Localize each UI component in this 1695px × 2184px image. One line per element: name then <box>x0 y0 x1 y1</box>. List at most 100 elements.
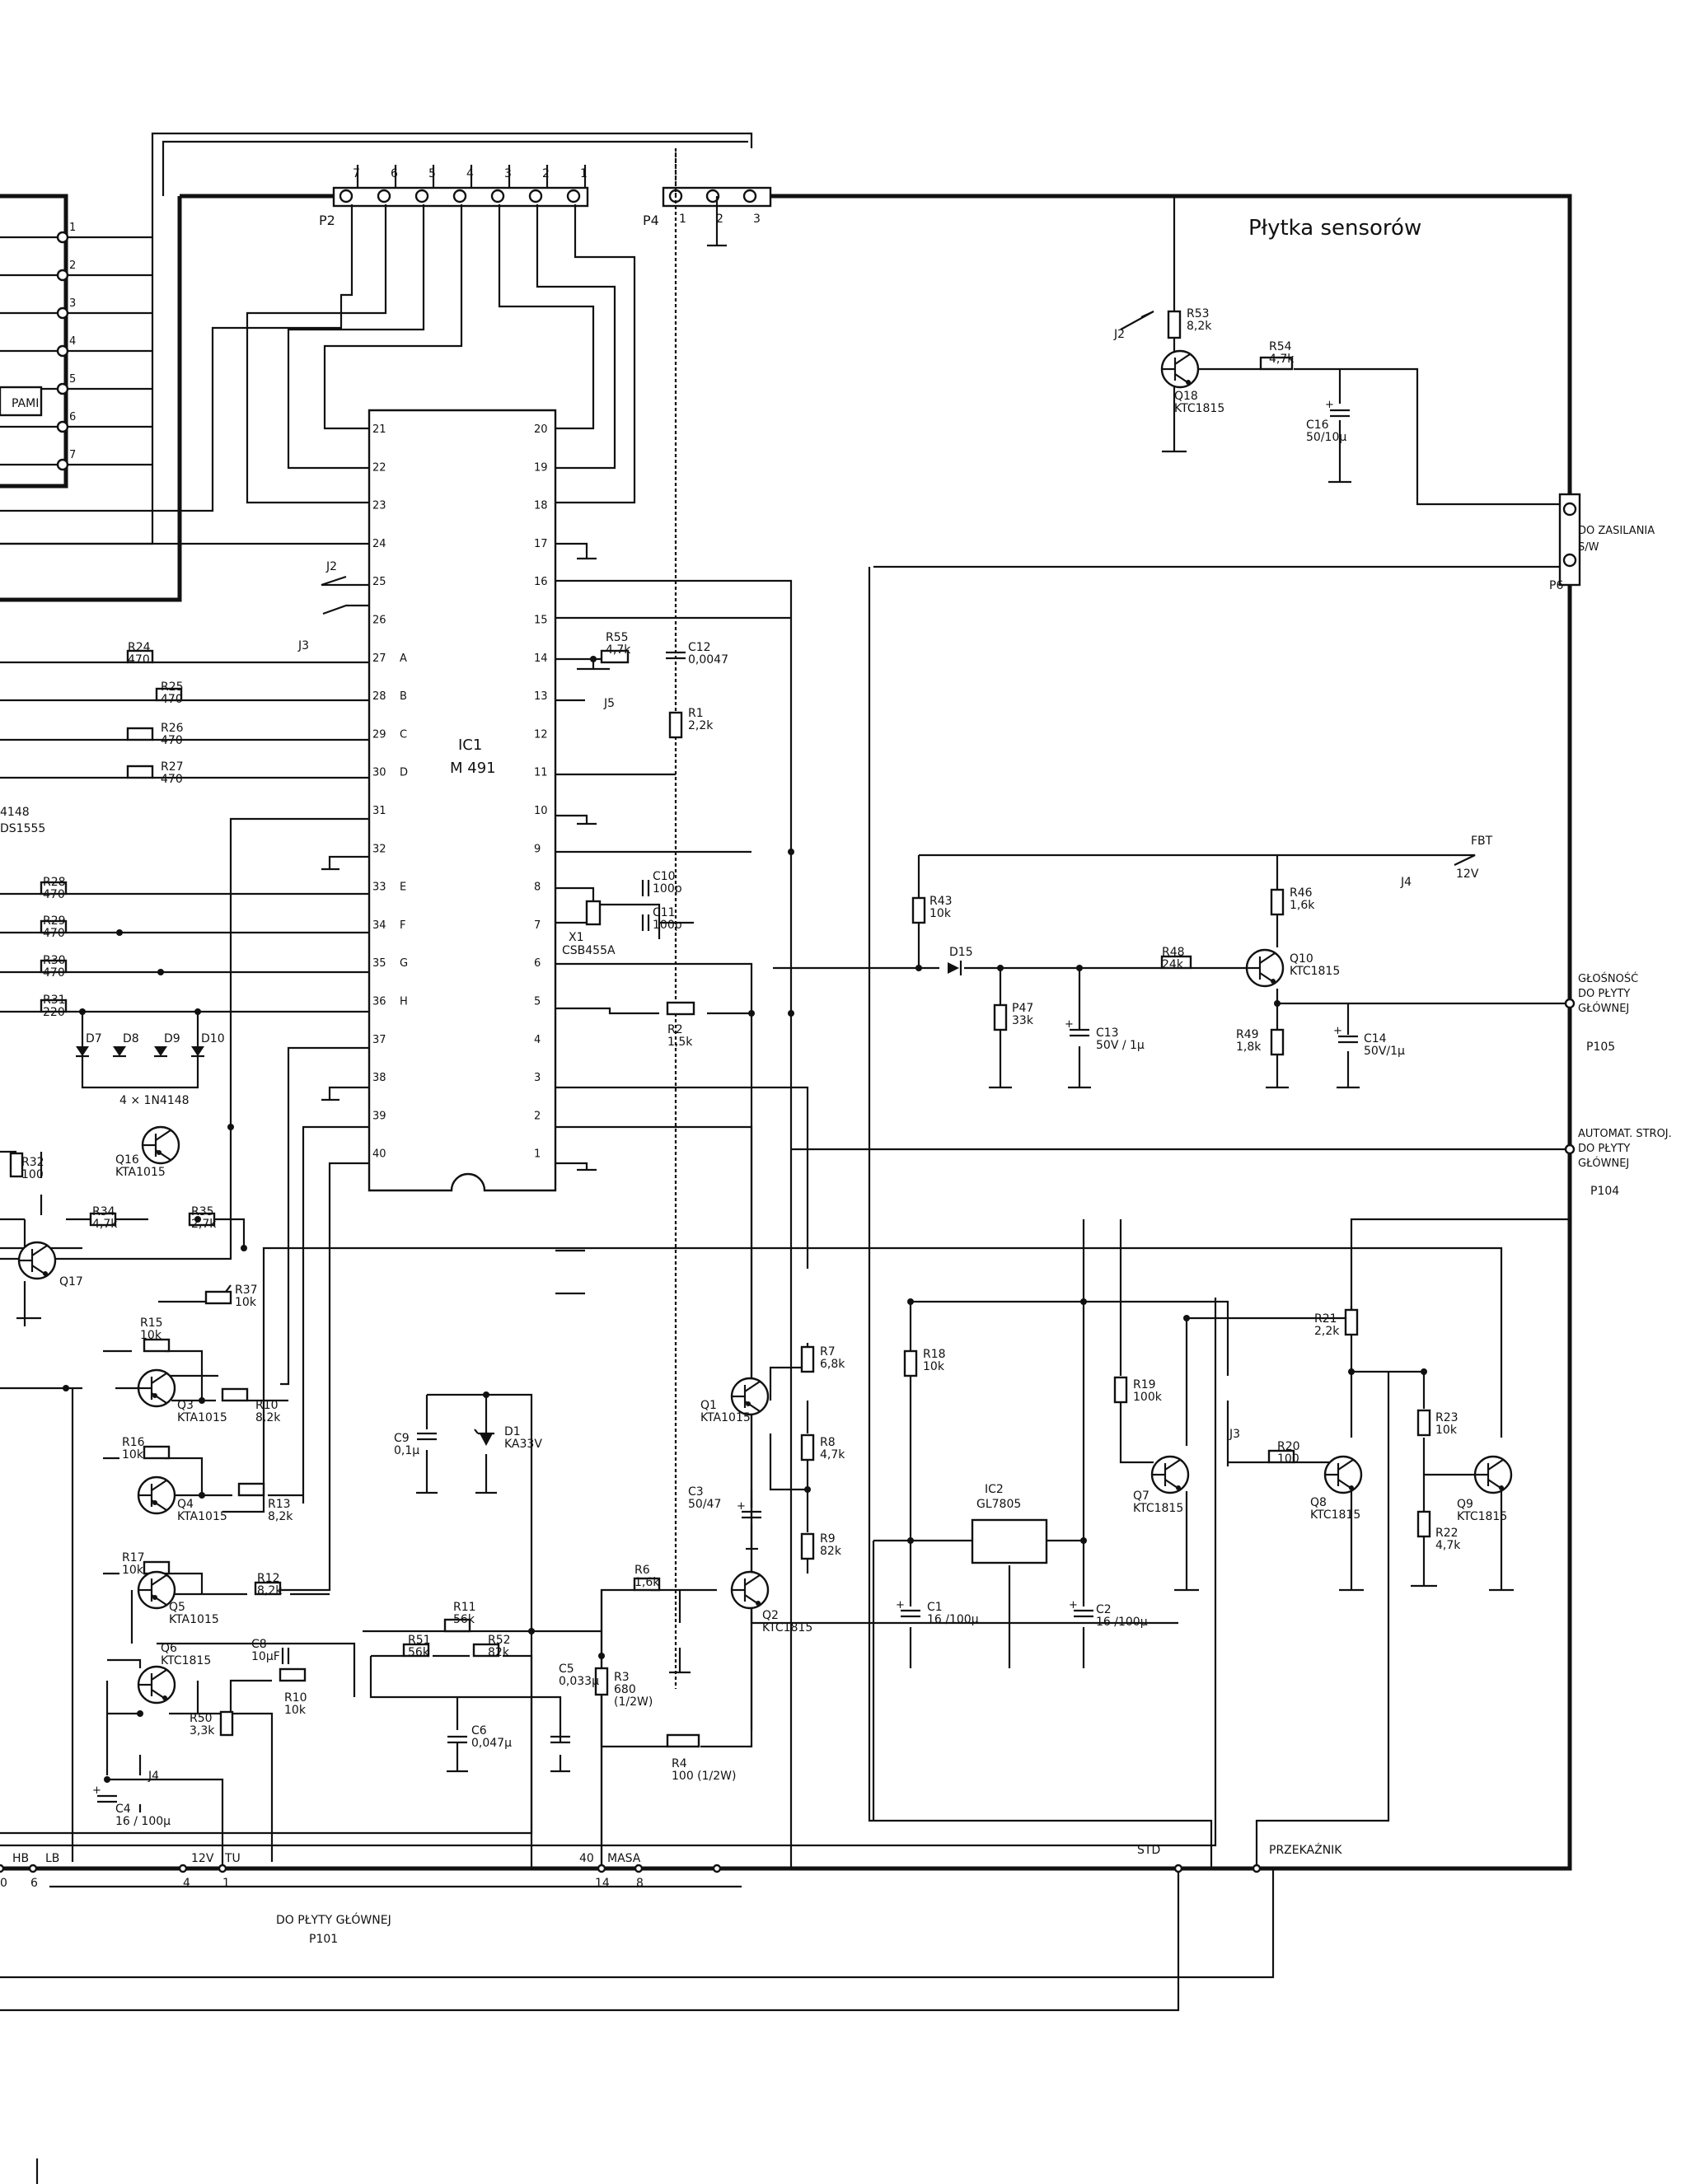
junction-dot <box>788 1010 794 1017</box>
resistor-r28 <box>40 881 68 896</box>
resistor-r43-value: 10k <box>929 907 952 920</box>
bus-terminal <box>0 1864 5 1873</box>
resistor-r21 <box>1344 1308 1359 1336</box>
resistor-r53 <box>1167 310 1182 339</box>
resistor-r47 <box>993 1003 1008 1031</box>
bus-caption-2: P101 <box>309 1933 338 1946</box>
resistor-r1-ref: R1 <box>688 707 704 720</box>
diode-array-caption: 4 × 1N4148 <box>119 1094 190 1107</box>
connector-p2-pin <box>339 189 354 203</box>
resistor-r23-ref: R23 <box>1435 1411 1459 1424</box>
capacitor-c9-ref: C9 <box>394 1432 410 1445</box>
junction-dot <box>194 1008 201 1015</box>
j3-label-left: J3 <box>297 639 309 652</box>
junction-dot <box>1348 1368 1355 1375</box>
crystal-x1-part: CSB455A <box>562 944 616 957</box>
junction-dot <box>63 1385 69 1391</box>
resistor-r1-value: 2,2k <box>688 719 714 732</box>
transistor-q1-arrow <box>746 1401 751 1406</box>
capacitor-c11-value: 100p <box>653 919 682 932</box>
junction-dot <box>137 1710 143 1717</box>
resistor-r2-ref: R2 <box>667 1023 683 1036</box>
bus-terminal <box>634 1864 644 1873</box>
connector-p2-pin <box>377 189 391 203</box>
capacitor-c4-plus: + <box>92 1784 101 1797</box>
transistor-q16-arrow <box>157 1150 162 1155</box>
junction-dot <box>1274 1000 1281 1007</box>
junction-dot <box>1076 965 1083 971</box>
connector-p6-pin <box>1562 553 1577 568</box>
transistor-q5-ref: Q5 <box>169 1601 185 1614</box>
connector-p2-pin <box>452 189 467 203</box>
bus-num-14: 14 <box>595 1877 610 1890</box>
crystal-x1-ref: X1 <box>569 931 584 944</box>
resistor-r49-ref: R49 <box>1236 1028 1259 1041</box>
resistor-r37 <box>204 1290 232 1305</box>
resistor-r12 <box>254 1581 282 1596</box>
transistor-q2-collector <box>744 1574 761 1586</box>
resistor-r4 <box>666 1733 700 1748</box>
resistor-r2 <box>666 1001 695 1016</box>
bus-num-4: 4 <box>183 1877 190 1890</box>
transistor-q18-type: KTC1815 <box>1174 402 1224 415</box>
junction-dot <box>1421 1368 1427 1375</box>
transistor-q5-type: KTA1015 <box>169 1613 219 1626</box>
capacitor-c6-ref: C6 <box>471 1724 487 1737</box>
resistor-r2-value: 1,5k <box>667 1036 693 1049</box>
resistor-r20 <box>1267 1449 1295 1464</box>
ic1-pin-label: 22 <box>372 461 386 474</box>
resistor-r48-value: 24k <box>1162 958 1184 971</box>
capacitor-c4-value: 16 / 100μ <box>115 1815 171 1828</box>
zener-d1-bar <box>474 1429 494 1435</box>
ic1-pin-label: 15 <box>534 615 548 627</box>
j5-label: J5 <box>603 697 615 710</box>
resistor-r8-value: 4,7k <box>820 1448 845 1461</box>
capacitor-c12-value: 0,0047 <box>688 653 728 666</box>
transistor-q6-ref: Q6 <box>161 1642 177 1655</box>
resistor-r51 <box>402 1643 430 1658</box>
ic1-pin-label: 37 <box>372 1034 386 1046</box>
ic1-pin-label: 4 <box>534 1034 541 1046</box>
connector-p4-ref: P4 <box>643 213 659 228</box>
junction-dot <box>590 656 597 662</box>
connector-p4-pin-number: 1 <box>679 213 686 226</box>
resistor-r18-ref: R18 <box>923 1348 946 1361</box>
p104-ref: P104 <box>1590 1185 1619 1198</box>
transistor-q8-ref: Q8 <box>1310 1496 1327 1509</box>
resistor-r6-ref: R6 <box>634 1564 650 1577</box>
resistor-r48-ref: R48 <box>1162 946 1185 959</box>
transistor-q18-arrow <box>1186 380 1191 385</box>
ic1-pin-label: 31 <box>372 805 386 817</box>
transistor-q8-type: KTC1815 <box>1310 1508 1360 1522</box>
resistor-r53-value: 8,2k <box>1187 320 1212 333</box>
transistor-q1-collector <box>744 1381 761 1392</box>
v12-label: 12V <box>1456 868 1479 881</box>
connector-p2-pin-number: 6 <box>391 167 398 180</box>
left-connector-pin-number: 1 <box>69 222 76 234</box>
transistor-q16-collector <box>155 1129 171 1141</box>
left-partial-label-1: 4148 <box>0 806 30 819</box>
regulator-ic2-ref: IC2 <box>985 1483 1004 1496</box>
connector-p6-pin <box>1562 502 1577 517</box>
resistor-r46-value: 1,6k <box>1290 899 1315 912</box>
ic1-pin-label: 23 <box>372 500 386 512</box>
resistor-r43 <box>911 896 926 924</box>
output-p104-terminal <box>1564 1143 1576 1155</box>
bus-num-8: 8 <box>636 1877 644 1890</box>
ic1-pin-label: 16 <box>534 576 548 588</box>
ic1-pin-label: 8 <box>534 882 541 894</box>
capacitor-c3-ref: C3 <box>688 1485 704 1499</box>
ic1-pin-label: 5 <box>534 996 541 1008</box>
capacitor-c10-value: 100p <box>653 882 682 896</box>
resistor-r30 <box>40 959 68 974</box>
diode-array-ref-1: D8 <box>123 1032 139 1045</box>
ic1-pin-label: 29 <box>372 728 386 741</box>
transistor-q5-collector <box>151 1574 167 1586</box>
bus-label-12v: 12V <box>191 1852 214 1865</box>
connector-p2-pin-number: 1 <box>580 167 588 180</box>
resistor-r32-value: 100 <box>21 1168 44 1181</box>
resistor-r27-value: 470 <box>161 773 183 786</box>
bus-caption-1: DO PŁYTY GŁÓWNEJ <box>276 1912 391 1927</box>
resistor-r3-note: (1/2W) <box>614 1695 653 1709</box>
ic1-pin-label: 7 <box>534 919 541 932</box>
